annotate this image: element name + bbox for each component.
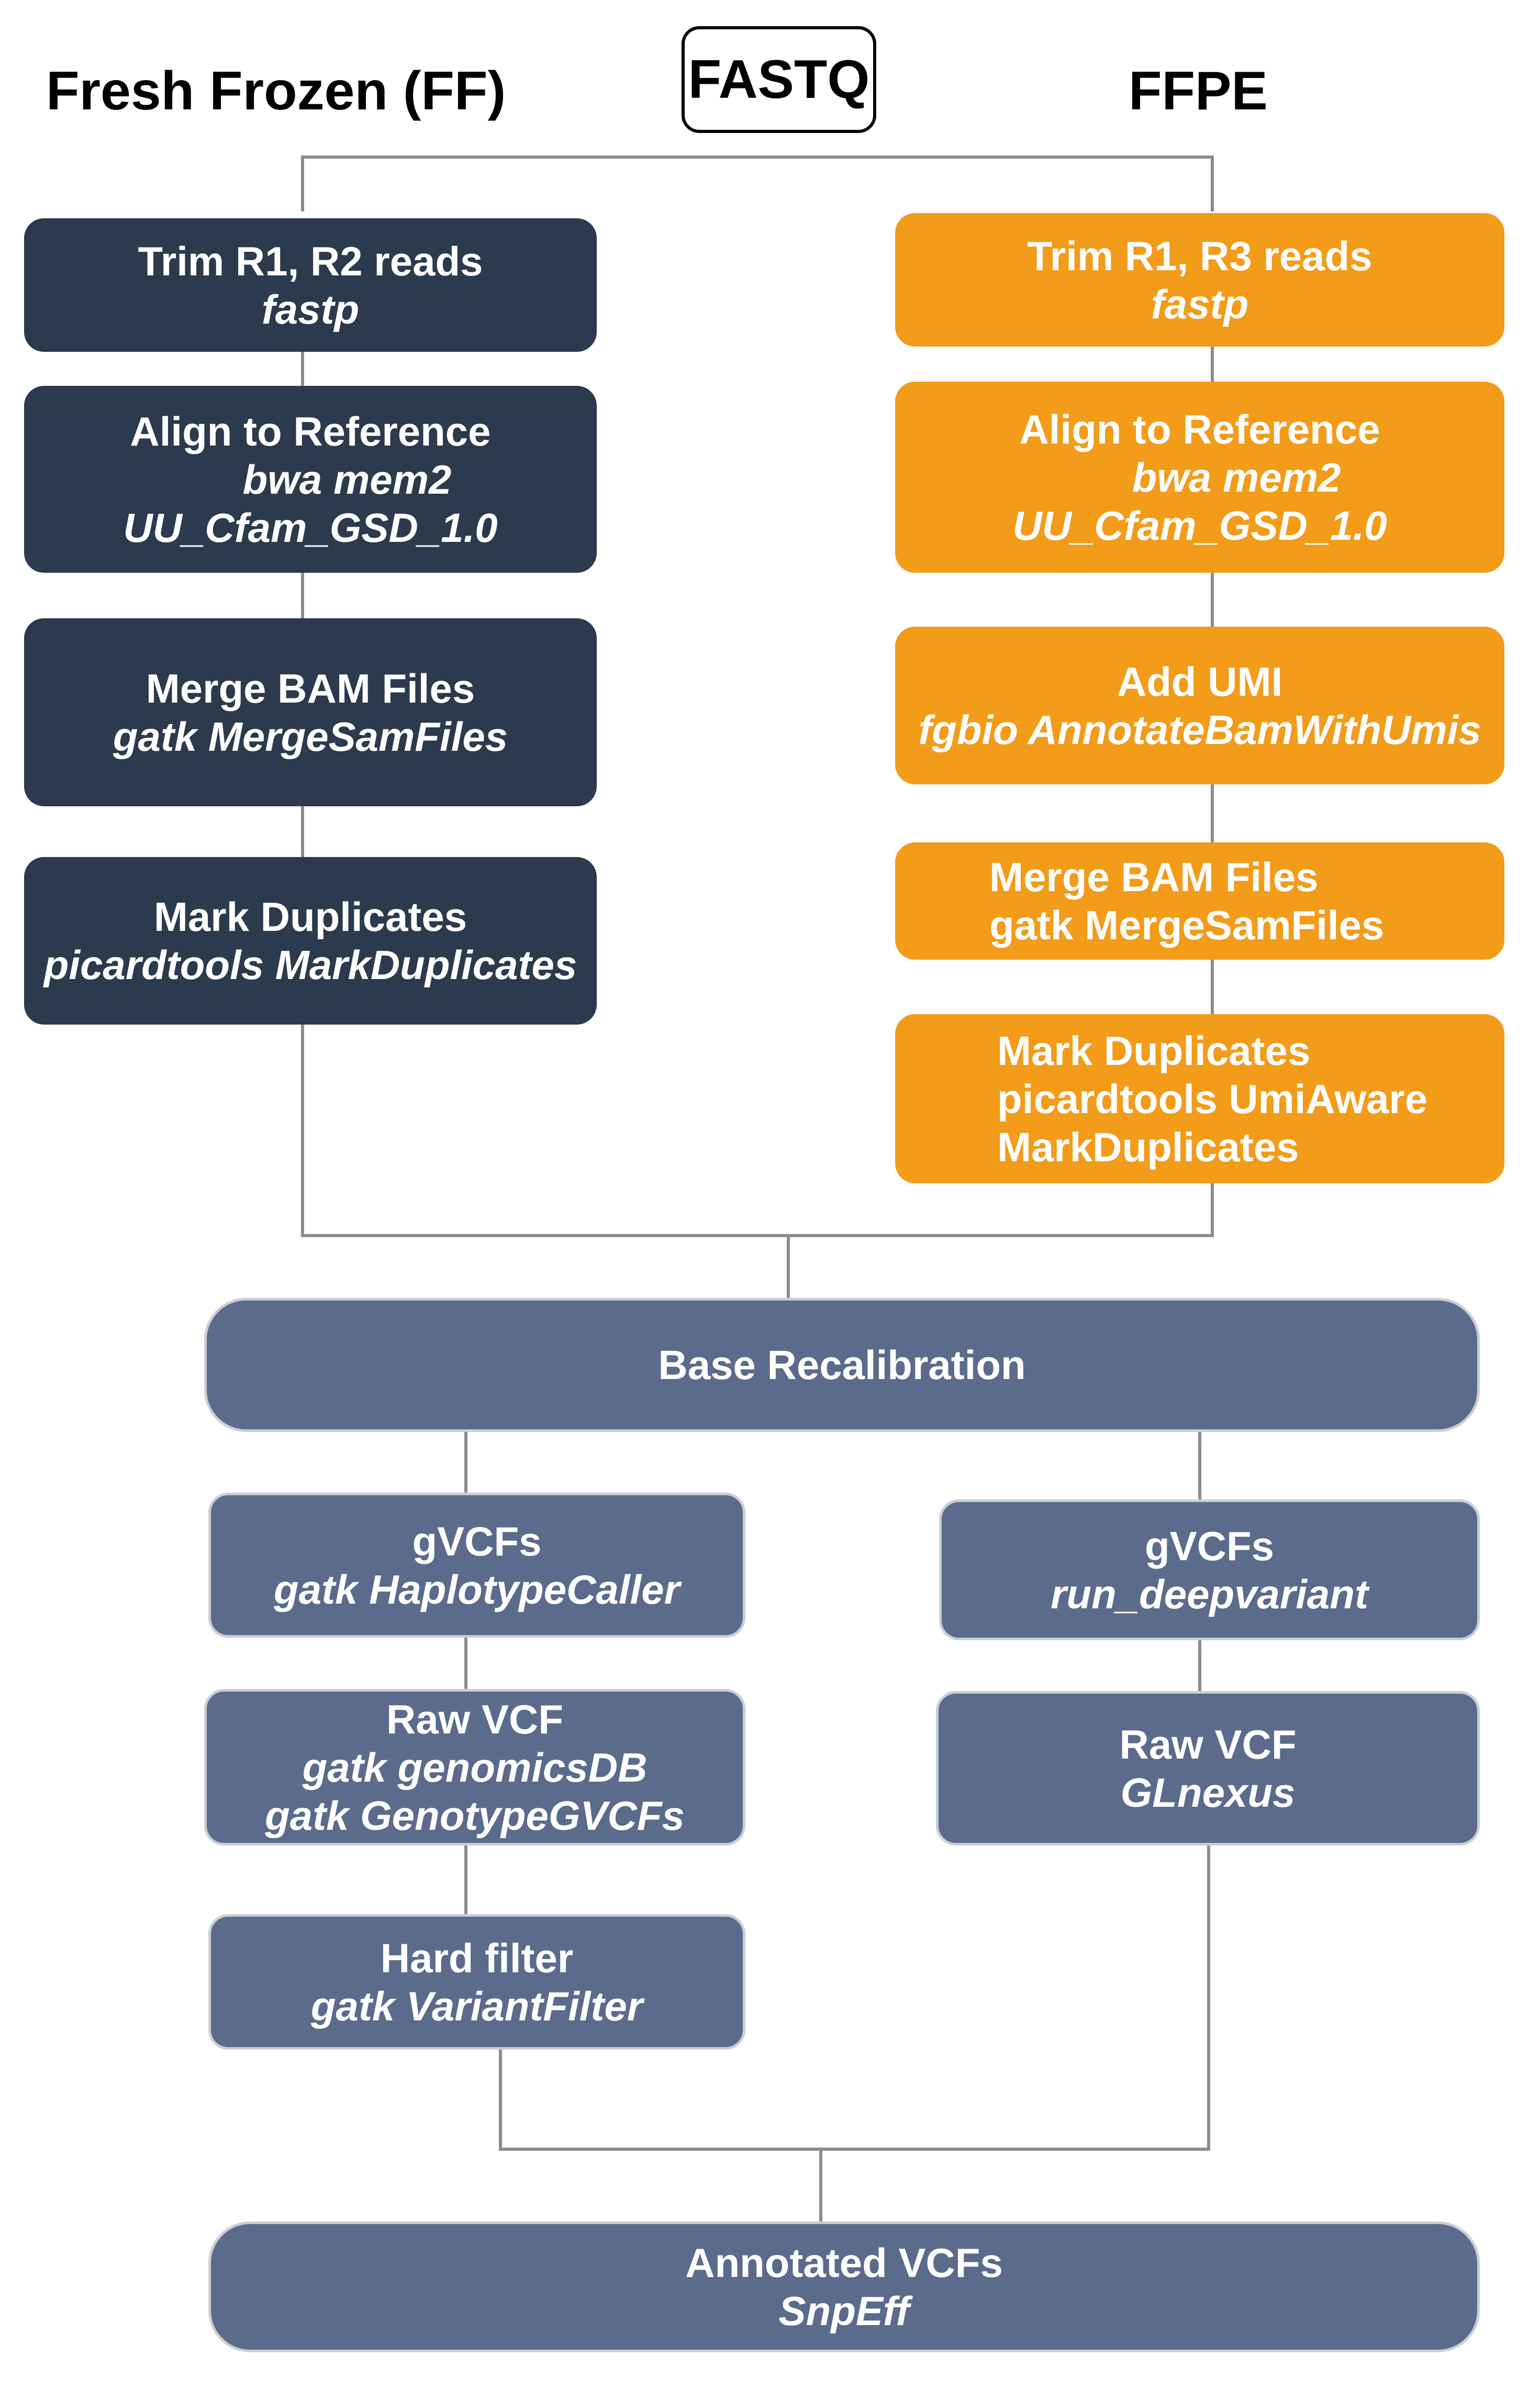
ff-merge-step: Merge BAM Files gatk MergeSamFiles: [24, 618, 597, 806]
step-tool: gatk MergeSamFiles: [113, 713, 508, 760]
step-tool-continued: gatk GenotypeGVCFs: [265, 1792, 685, 1839]
ffpe-trim-step: Trim R1, R3 reads fastp: [895, 213, 1504, 347]
step-title: Annotated VCFs: [685, 2240, 1003, 2286]
fastq-input-box: FASTQ: [682, 26, 876, 133]
right-rawvcf-step: Raw VCF GLnexus: [936, 1691, 1480, 1846]
left-rawvcf-step: Raw VCF gatk genomicsDB gatk GenotypeGVC…: [204, 1689, 745, 1846]
step-title: Trim R1, R3 reads: [1027, 232, 1372, 279]
ff-heading: Fresh Frozen (FF): [46, 61, 506, 121]
base-recalibration-step: Base Recalibration: [204, 1298, 1480, 1432]
step-title: gVCFs: [1144, 1522, 1275, 1569]
annotated-vcfs-step: Annotated VCFs SnpEff: [208, 2221, 1480, 2352]
step-tool: gatk HaplotypeCaller: [274, 1566, 680, 1613]
right-gvcf-step: gVCFs run_deepvariant: [939, 1499, 1480, 1640]
ffpe-merge-step: Merge BAM Files gatk MergeSamFiles: [895, 842, 1504, 960]
step-title: Mark Duplicates: [153, 894, 467, 940]
merge-line-bottom: [499, 1846, 1210, 2151]
ffpe-heading: FFPE: [1129, 61, 1268, 121]
step-title: Add UMI: [1117, 658, 1283, 705]
merge-line-top: [301, 1025, 1214, 1237]
step-tool-continued: MarkDuplicates: [997, 1124, 1299, 1170]
left-hardfilter-step: Hard filter gatk VariantFilter: [208, 1914, 745, 2050]
step-tool: gatk genomicsDB: [302, 1744, 648, 1791]
step-title: Base Recalibration: [658, 1342, 1026, 1388]
step-title: gVCFs: [412, 1518, 542, 1564]
step-tool: picardtools UmiAware: [997, 1075, 1428, 1122]
step-title: Mark Duplicates: [997, 1027, 1311, 1074]
ffpe-align-step: Align to Reference bwa mem2 UU_Cfam_GSD_…: [895, 382, 1504, 573]
ffpe-markdup-step: Mark Duplicates picardtools UmiAware Mar…: [895, 1014, 1504, 1183]
left-gvcf-step: gVCFs gatk HaplotypeCaller: [208, 1493, 745, 1638]
fastq-label: FASTQ: [688, 49, 870, 110]
step-title: Align to Reference: [130, 408, 491, 454]
ff-align-step: Align to Reference bwa mem2 UU_Cfam_GSD_…: [24, 386, 597, 573]
step-tool: picardtools MarkDuplicates: [43, 942, 577, 988]
fastq-split-line: [301, 155, 1214, 207]
step-title: Raw VCF: [386, 1696, 564, 1742]
step-tool: run_deepvariant: [1051, 1571, 1368, 1617]
step-title: Merge BAM Files: [989, 854, 1319, 900]
step-tool: bwa mem2: [1132, 454, 1341, 501]
step-title: Trim R1, R2 reads: [138, 238, 483, 284]
ffpe-umi-step: Add UMI fgbio AnnotateBamWithUmis: [895, 627, 1504, 784]
step-title: Raw VCF: [1119, 1721, 1297, 1768]
step-title: Merge BAM Files: [146, 665, 475, 712]
step-tool: bwa mem2: [242, 456, 452, 503]
step-tool-reference: UU_Cfam_GSD_1.0: [1012, 502, 1387, 549]
step-tool: fastp: [1151, 281, 1249, 327]
step-tool: SnpEff: [778, 2288, 910, 2334]
step-tool: gatk VariantFilter: [310, 1983, 643, 2029]
step-tool: fastp: [261, 286, 360, 332]
step-tool: GLnexus: [1120, 1769, 1296, 1816]
ff-markdup-step: Mark Duplicates picardtools MarkDuplicat…: [24, 857, 597, 1025]
step-title: Align to Reference: [1019, 406, 1380, 452]
step-tool-reference: UU_Cfam_GSD_1.0: [123, 504, 498, 551]
ff-trim-step: Trim R1, R2 reads fastp: [24, 218, 597, 352]
step-tool: gatk MergeSamFiles: [989, 902, 1385, 948]
step-title: Hard filter: [380, 1935, 574, 1981]
step-tool: fgbio AnnotateBamWithUmis: [918, 706, 1481, 753]
